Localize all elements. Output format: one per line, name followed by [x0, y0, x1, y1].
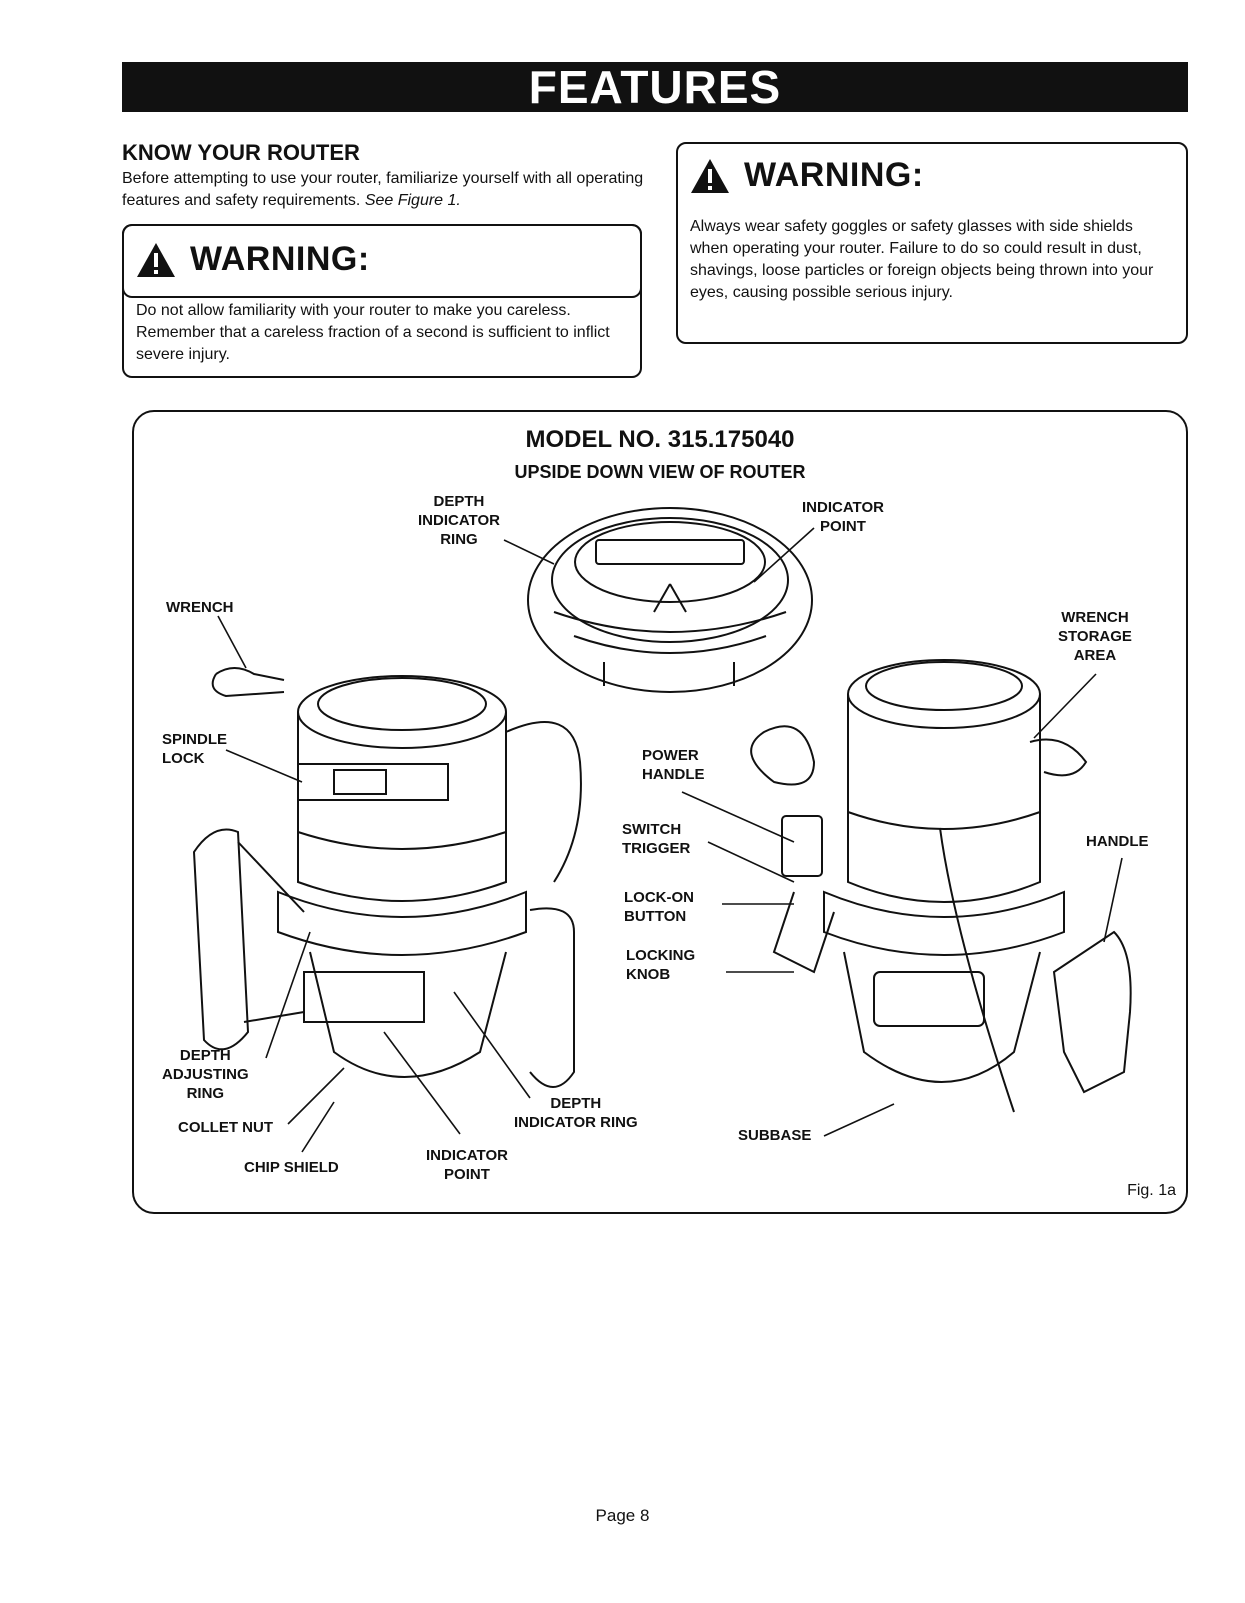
label-indicator-point-bottom: INDICATOR POINT: [426, 1146, 508, 1184]
label-indicator-point-top: INDICATOR POINT: [802, 498, 884, 536]
router-left: [194, 668, 581, 1087]
label-collet-nut: COLLET NUT: [178, 1118, 273, 1137]
label-depth-indicator-ring-bottom: DEPTH INDICATOR RING: [514, 1094, 638, 1132]
figure-reference: See Figure 1.: [365, 192, 461, 209]
label-lock-on-button: LOCK-ON BUTTON: [624, 888, 694, 926]
router-right: [751, 660, 1131, 1112]
label-spindle-lock: SPINDLE LOCK: [162, 730, 227, 768]
warning-text-right: Always wear safety goggles or safety gla…: [690, 216, 1174, 304]
warning-title-left: WARNING:: [136, 240, 370, 279]
router-illustration: [134, 412, 1186, 1212]
page-number: Page 8: [0, 1506, 1245, 1526]
warning-triangle-icon: [690, 158, 730, 194]
warning-box-right: WARNING: Always wear safety goggles or s…: [676, 142, 1188, 344]
warning-title-text: WARNING:: [190, 240, 370, 279]
warning-triangle-icon: [136, 242, 176, 278]
intro-paragraph: Before attempting to use your router, fa…: [122, 168, 652, 212]
label-wrench-storage-area: WRENCH STORAGE AREA: [1058, 608, 1132, 665]
label-switch-trigger: SWITCH TRIGGER: [622, 820, 690, 858]
label-subbase: SUBBASE: [738, 1126, 811, 1145]
figure-number: Fig. 1a: [1127, 1182, 1176, 1200]
features-banner: FEATURES: [122, 62, 1188, 112]
depth-ring-closeup: [528, 508, 812, 692]
warning-box-left: WARNING:: [122, 224, 642, 298]
warning-title-text: WARNING:: [744, 156, 924, 195]
label-depth-adjusting-ring: DEPTH ADJUSTING RING: [162, 1046, 249, 1103]
label-wrench: WRENCH: [166, 598, 234, 617]
label-handle: HANDLE: [1086, 832, 1149, 851]
section-heading: KNOW YOUR ROUTER: [122, 140, 360, 166]
warning-text-left: Do not allow familiarity with your route…: [136, 300, 632, 366]
router-figure: MODEL NO. 315.175040 UPSIDE DOWN VIEW OF…: [132, 410, 1188, 1214]
label-power-handle: POWER HANDLE: [642, 746, 705, 784]
warning-title-right: WARNING:: [690, 156, 924, 195]
label-locking-knob: LOCKING KNOB: [626, 946, 695, 984]
label-depth-indicator-ring-top: DEPTH INDICATOR RING: [418, 492, 500, 549]
label-chip-shield: CHIP SHIELD: [244, 1158, 339, 1177]
